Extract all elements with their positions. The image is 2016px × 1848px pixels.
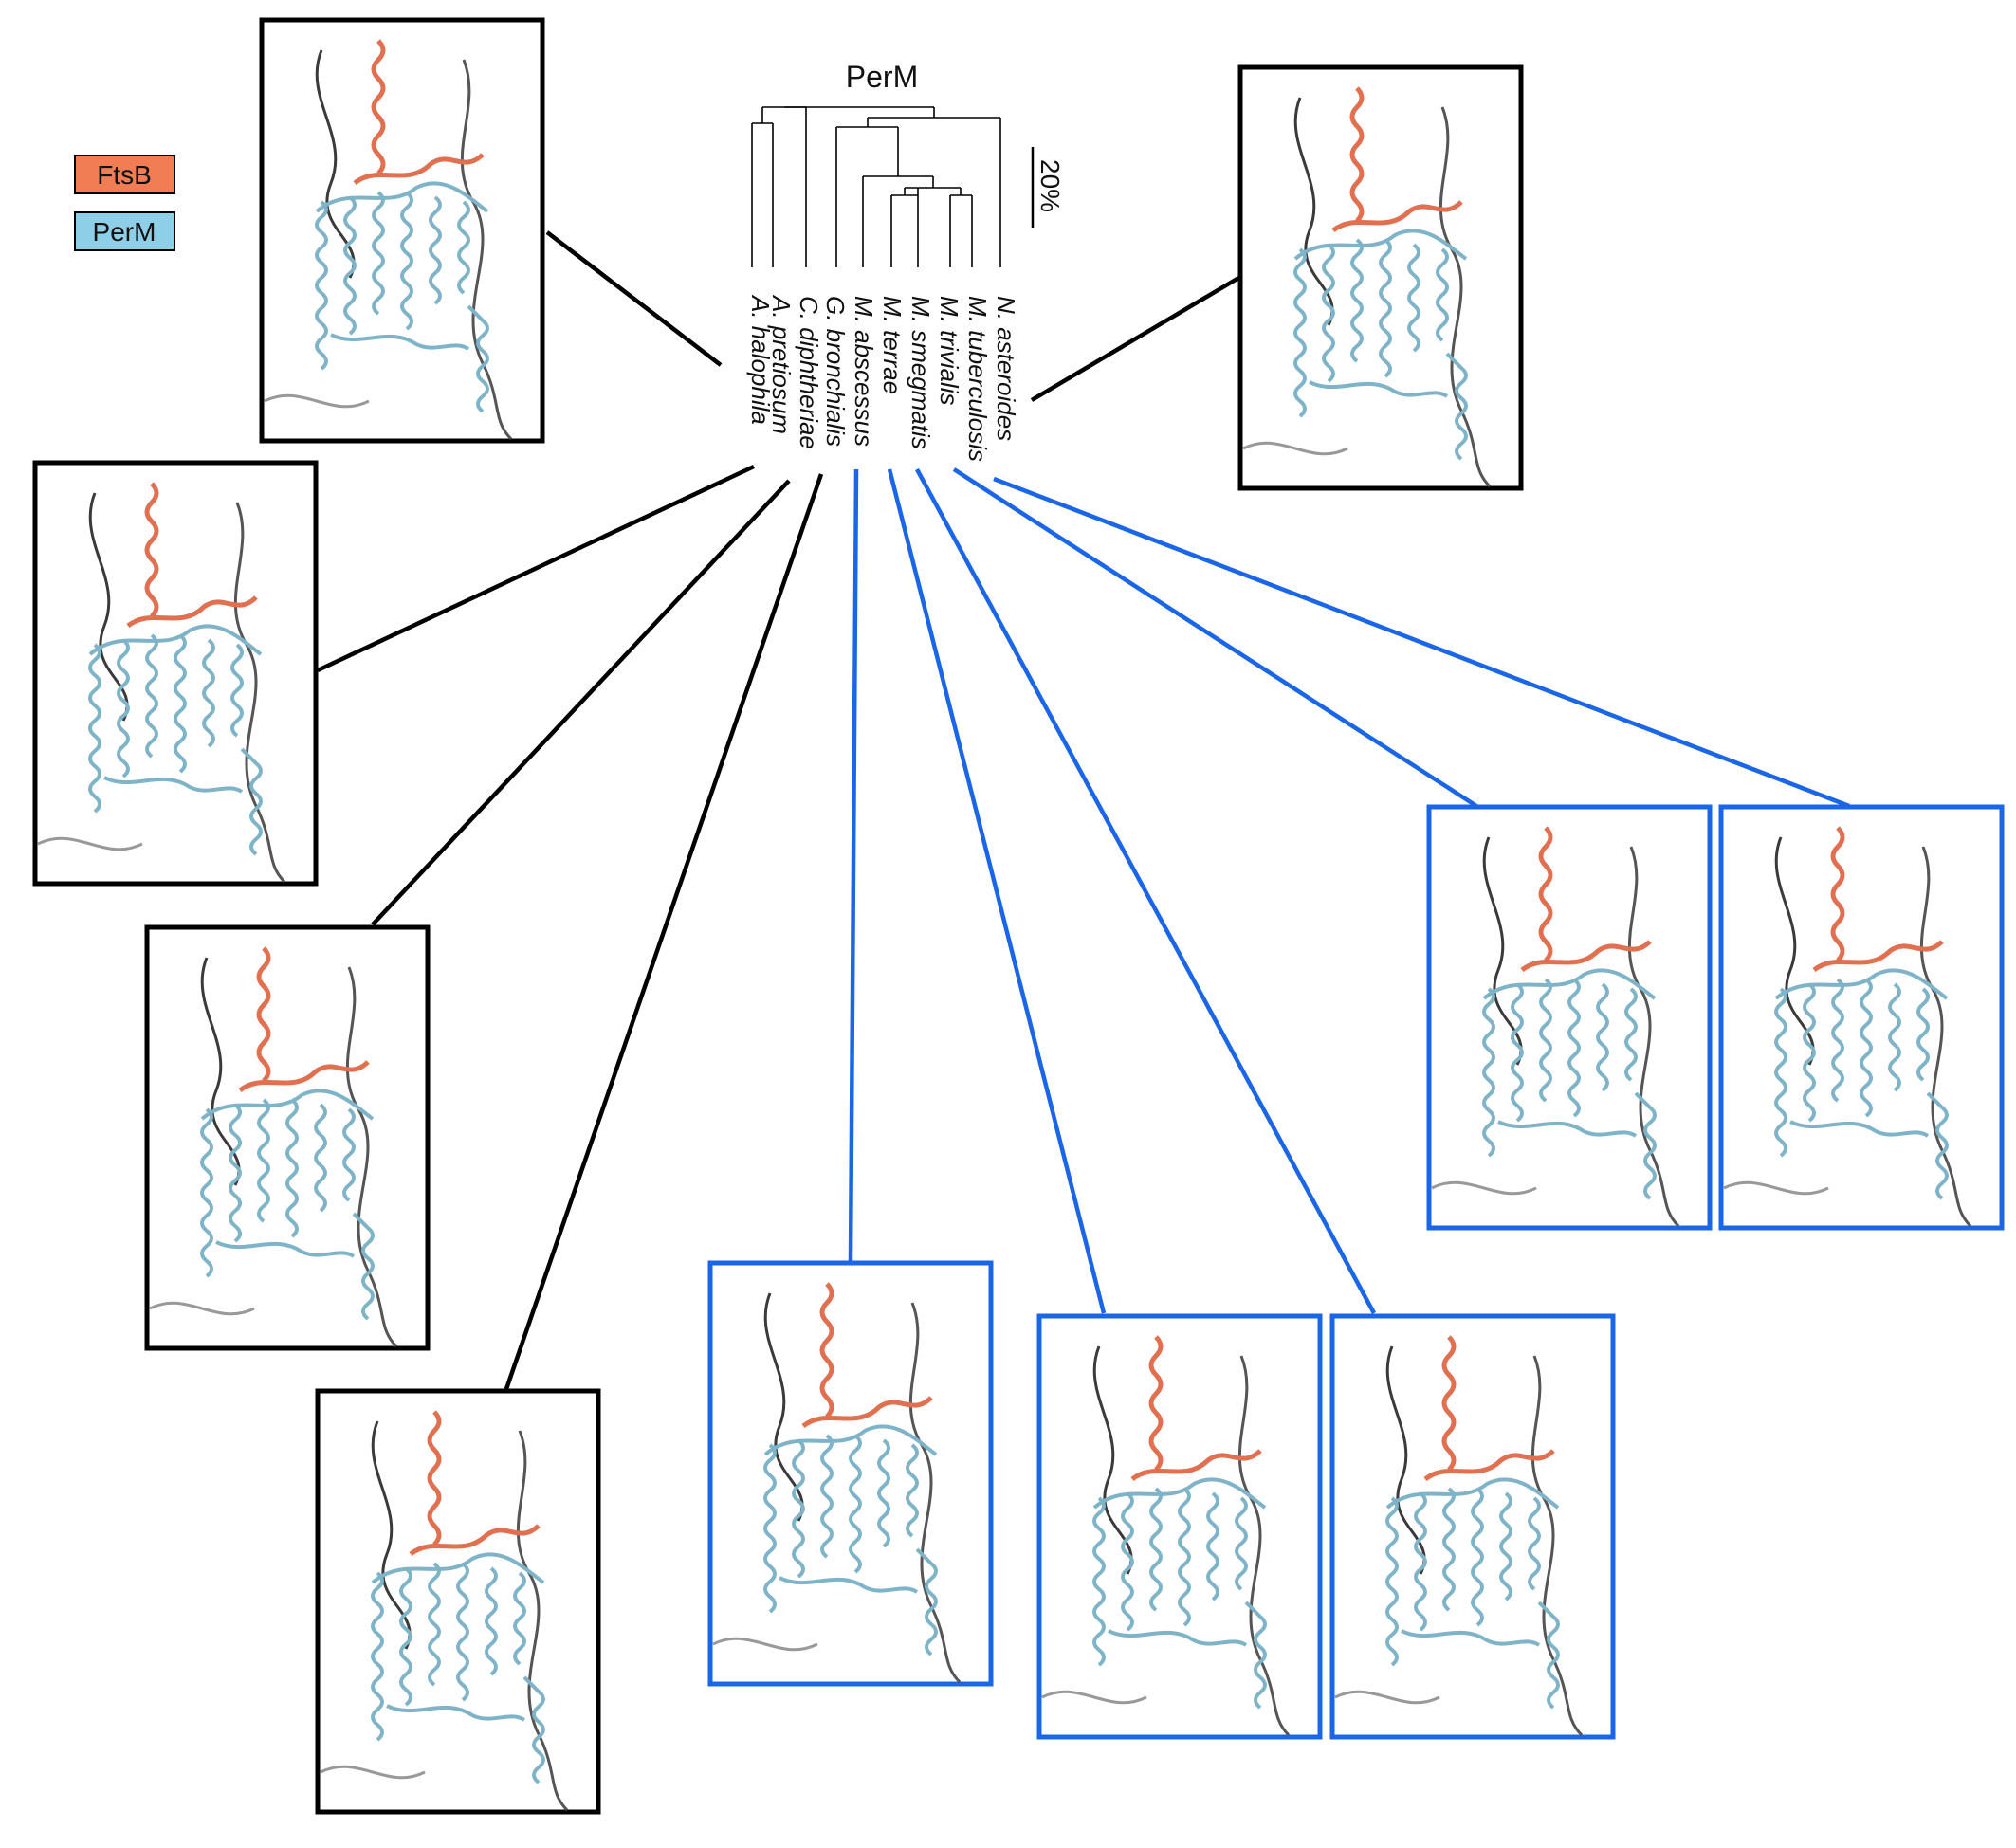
connector-blue	[915, 467, 1376, 1315]
connector-blue	[887, 468, 1107, 1314]
connector-black	[371, 479, 791, 926]
legend-swatch-ftsb	[74, 155, 175, 194]
taxon-label: A. halophila	[746, 294, 775, 425]
structure-panel-blue	[1036, 1313, 1323, 1740]
taxon-label: G. bronchialis	[821, 296, 850, 447]
taxon-label: M. smegmatis	[907, 296, 935, 449]
connector-black	[504, 473, 824, 1390]
structure-panel-black	[144, 924, 431, 1351]
phylogenetic-tree: PerM	[746, 60, 1065, 462]
scale-bar-label: 20%	[1035, 159, 1065, 212]
structure-panel-blue	[1426, 804, 1713, 1231]
structure-panel-blue	[707, 1260, 994, 1687]
connector-black	[317, 464, 755, 673]
tree-title: PerM	[846, 60, 918, 94]
taxon-label: M. trivialis	[935, 296, 963, 406]
taxon-label: A. pretiosum	[767, 294, 796, 434]
structure-panel-black	[315, 1388, 601, 1815]
taxon-label: M. abscessus	[850, 296, 878, 447]
legend-label-ftsb: FtsB	[97, 160, 152, 190]
connector-blue	[993, 476, 1850, 809]
structure-panel-blue	[1329, 1313, 1616, 1740]
tree-branches	[751, 106, 1001, 267]
taxon-label: M. terrae	[878, 296, 907, 394]
structure-panel-black	[32, 460, 319, 887]
connector-black	[1030, 275, 1242, 402]
structure-panel-black	[259, 17, 545, 444]
legend-swatch-perm	[74, 211, 175, 251]
connector-lines	[317, 230, 1850, 1390]
structure-panel-black	[1237, 64, 1524, 491]
legend-label-perm: PerM	[93, 217, 156, 247]
taxon-label: M. tuberculosis	[963, 296, 992, 462]
legend: FtsB PerM	[74, 155, 175, 251]
taxon-label: N. asteroides	[992, 296, 1020, 441]
connector-black	[545, 230, 723, 367]
connector-blue	[848, 468, 859, 1262]
connector-blue	[952, 467, 1478, 808]
structure-panel-blue	[1718, 804, 2005, 1231]
taxon-label: C. diphtheriae	[795, 296, 823, 449]
